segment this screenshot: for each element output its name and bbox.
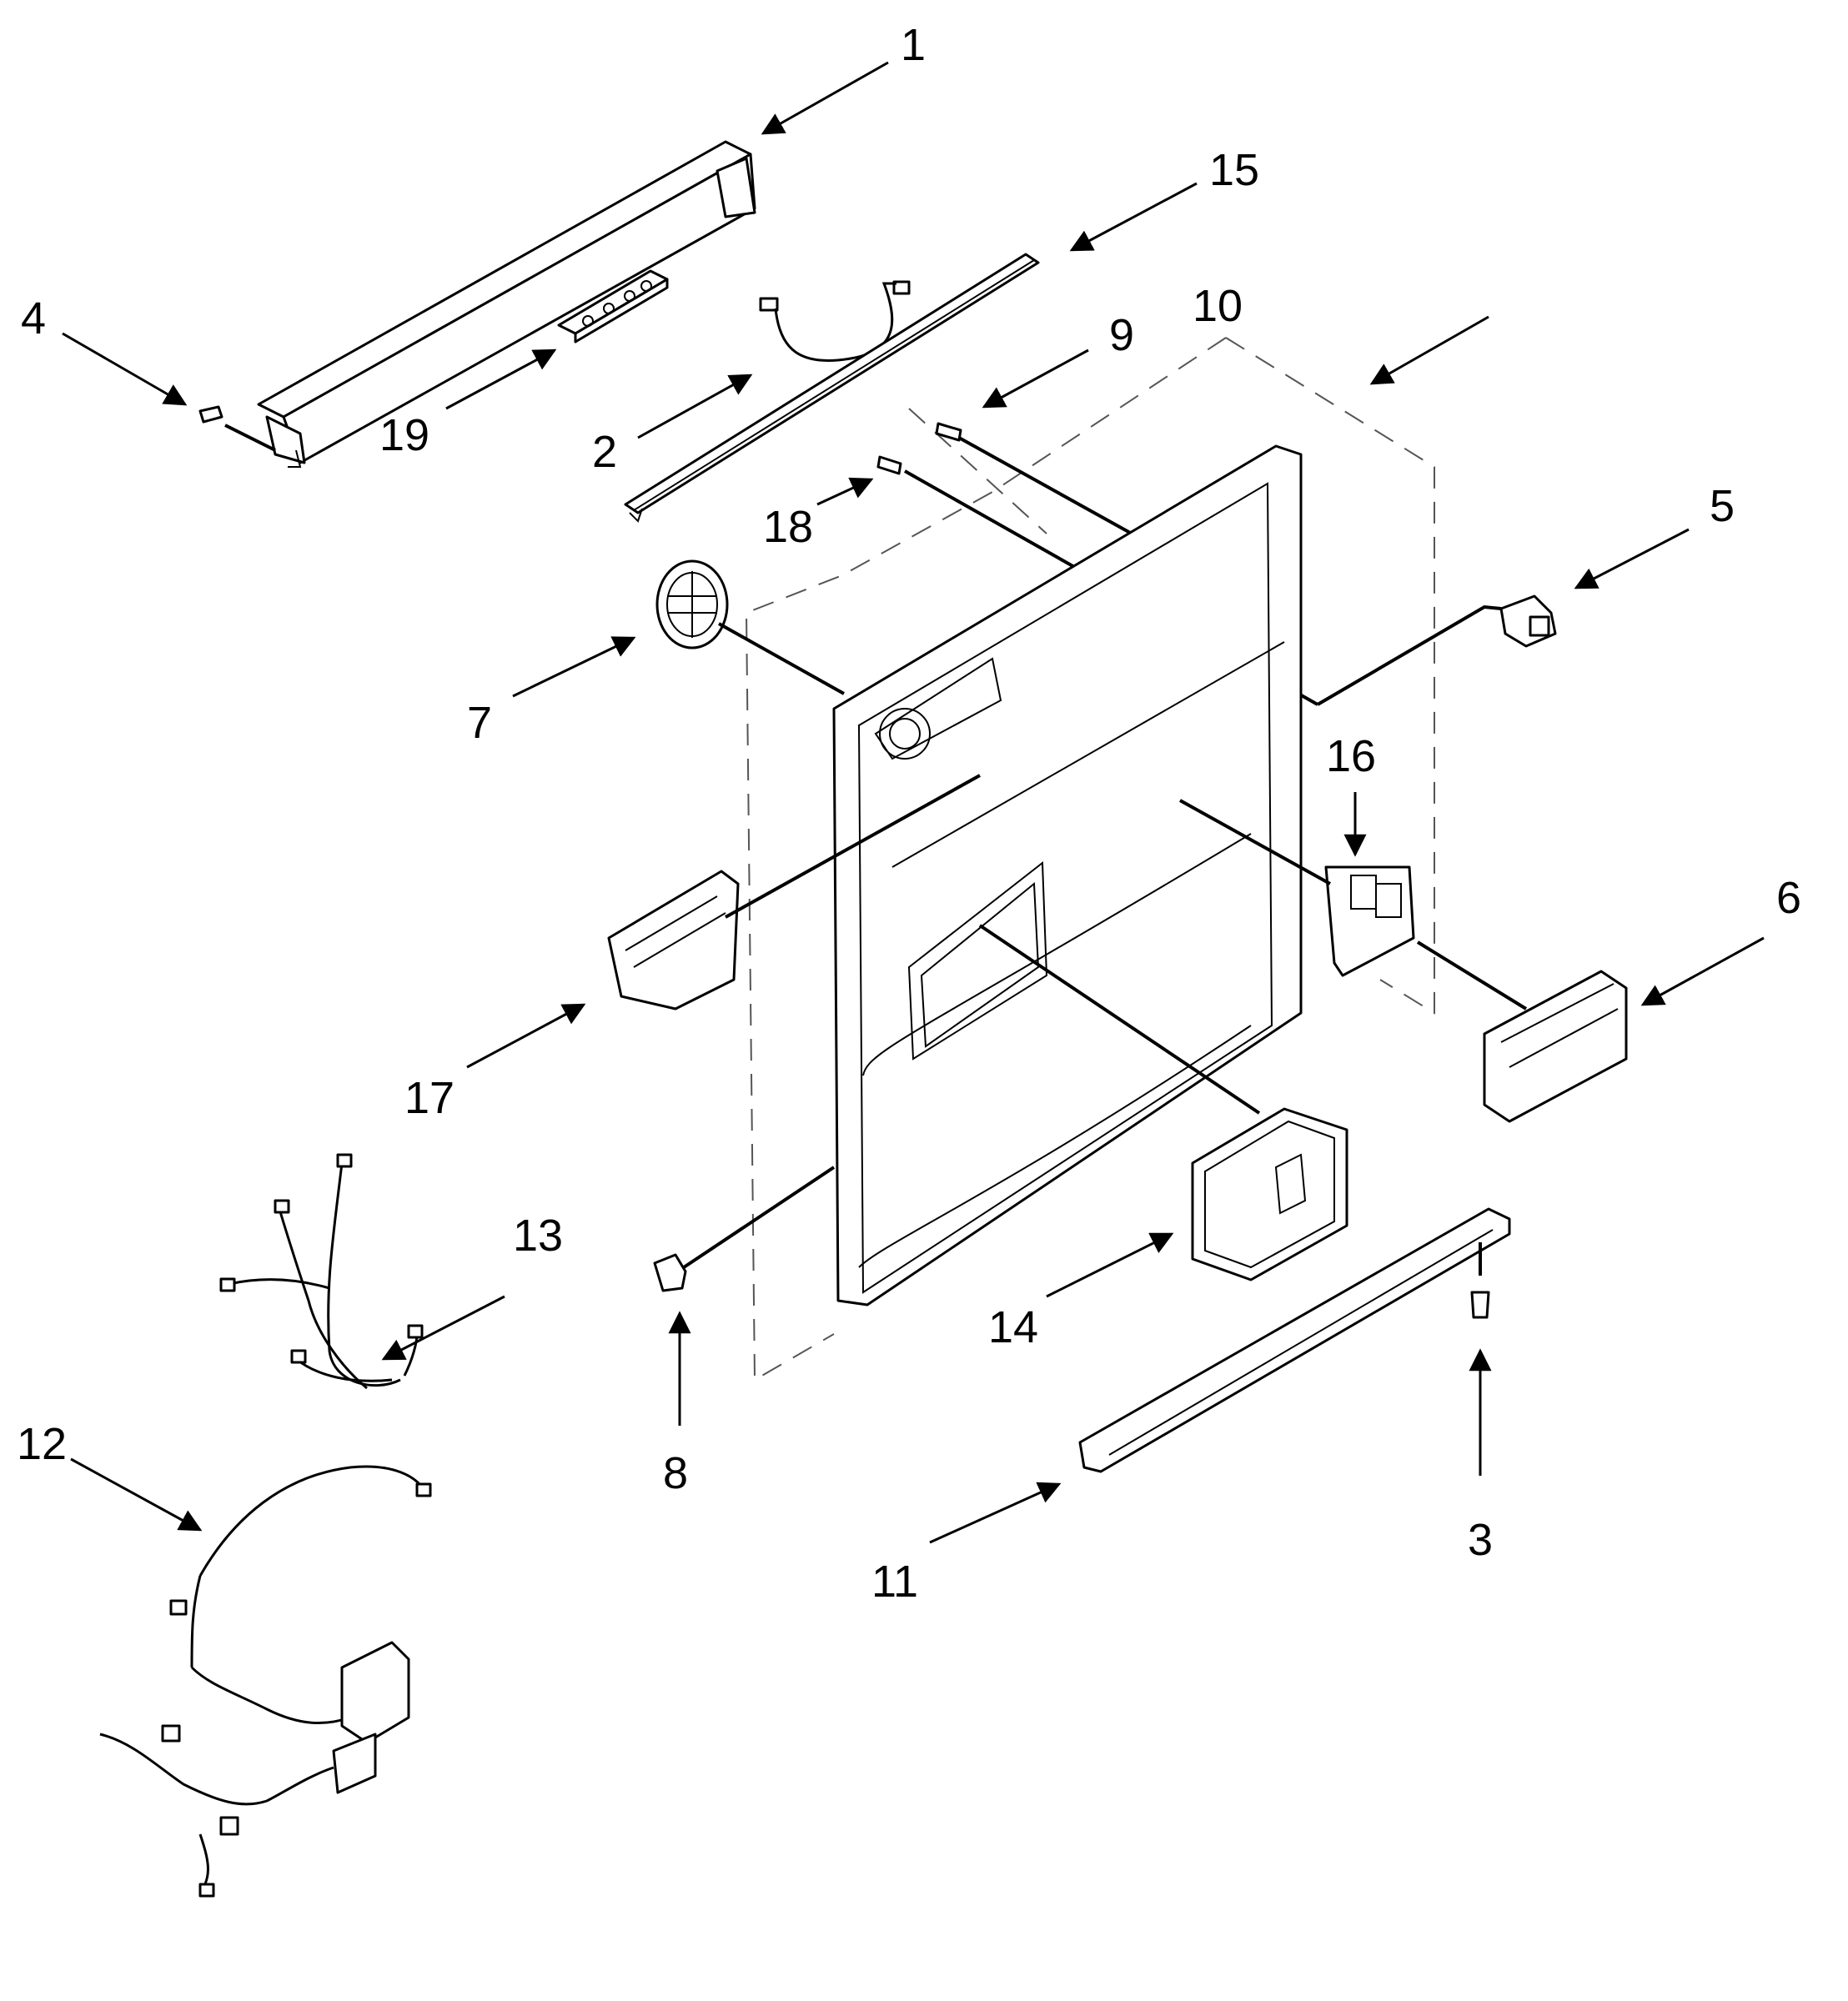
part-3-screw[interactable] [1470,1242,1490,1319]
door-inner-panel[interactable] [832,444,1303,1306]
part-16-bracket[interactable] [1179,799,1415,977]
part-7-vent[interactable] [655,559,845,695]
part-1-console-trim[interactable] [257,140,756,468]
callout-6: 6 [1776,873,1801,923]
callout-7: 7 [467,698,492,748]
part-15-gasket[interactable] [624,253,1040,523]
callout-17: 17 [404,1073,454,1123]
callout-12: 12 [17,1419,67,1469]
callout-4: 4 [21,293,46,344]
callout-labels: 1 2 3 4 5 6 7 8 9 10 11 12 13 14 15 16 1… [17,20,1801,1607]
callout-3: 3 [1468,1515,1493,1565]
part-2-wire[interactable] [759,280,911,362]
part-12-main-harness[interactable] [99,1465,432,1898]
callout-5: 5 [1710,481,1735,531]
callout-10: 10 [1193,281,1243,331]
callout-1: 1 [901,20,926,70]
part-11-bottom-trim[interactable] [1078,1207,1511,1473]
part-19-ui-board[interactable] [557,269,669,344]
part-8-bolt[interactable] [653,1166,836,1292]
part-17-dispenser[interactable] [607,774,981,1011]
callout-14: 14 [988,1302,1038,1352]
part-5-latch[interactable] [1316,594,1557,706]
callout-16: 16 [1326,731,1376,781]
callout-11: 11 [871,1557,918,1607]
part-6-control-module[interactable] [1416,940,1628,1123]
callout-8: 8 [663,1448,688,1498]
callout-19: 19 [379,410,429,460]
part-4-screw[interactable] [198,405,276,452]
callout-9: 9 [1109,310,1134,360]
callout-18: 18 [763,502,813,552]
callout-2: 2 [592,427,617,477]
callout-15: 15 [1209,145,1259,195]
callout-arrows [62,61,1765,1544]
part-14-control-board[interactable] [978,924,1348,1281]
callout-13: 13 [513,1211,563,1261]
part-13-harness[interactable] [219,1153,424,1390]
